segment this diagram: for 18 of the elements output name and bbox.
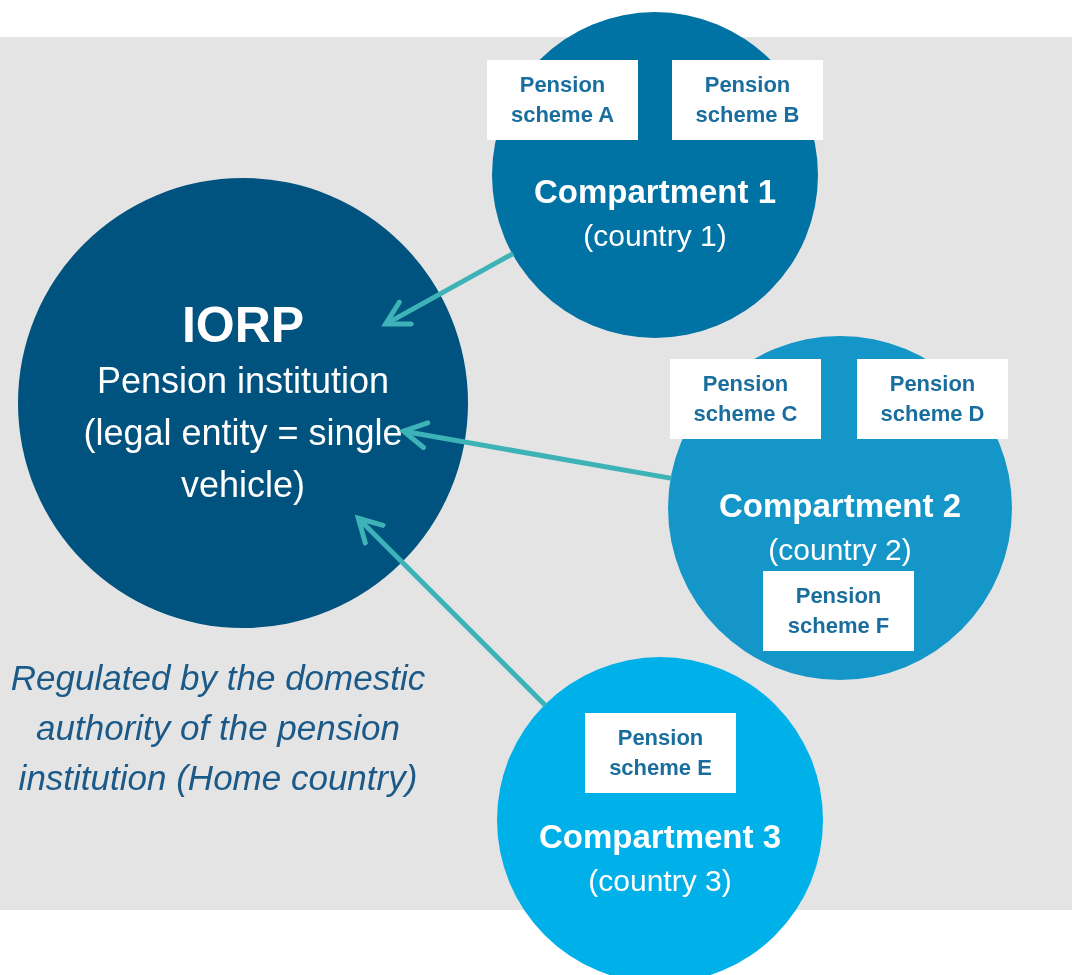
circle-title: IORP: [181, 295, 305, 355]
scheme-label-box: Pension scheme A: [487, 60, 638, 140]
arrow: [401, 420, 672, 481]
arrow: [355, 515, 548, 708]
scheme-label-box: Pension scheme D: [857, 359, 1008, 439]
arrow: [383, 251, 515, 327]
compartment-country: (country 3): [587, 863, 733, 899]
scheme-label-box: Pension scheme F: [763, 571, 914, 651]
compartment-country: (country 2): [767, 532, 913, 568]
compartment-country: (country 1): [582, 218, 728, 254]
compartment-title: Compartment 3: [537, 817, 782, 857]
compartment-title: Compartment 2: [717, 486, 962, 526]
circle-description: Pension institution (legal entity = single vehicle): [82, 358, 404, 508]
scheme-label-box: Pension scheme E: [585, 713, 736, 793]
compartment-title: Compartment 1: [532, 172, 777, 212]
scheme-label-box: Pension scheme B: [672, 60, 823, 140]
note-text: Regulated by the domestic authority of the pension institution (Home country): [9, 657, 427, 799]
scheme-label-box: Pension scheme C: [670, 359, 821, 439]
